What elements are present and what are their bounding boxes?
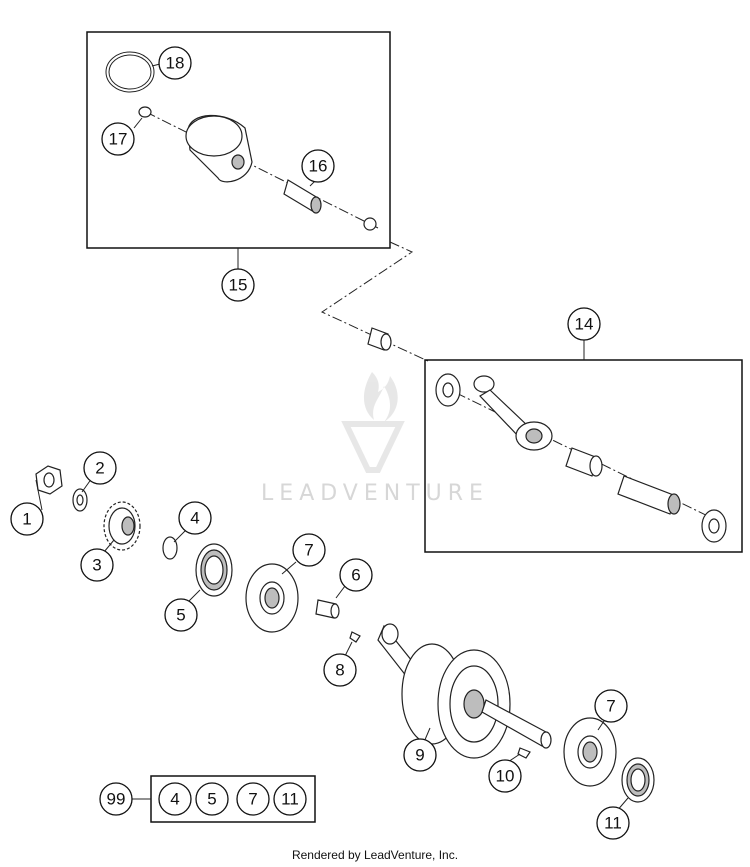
thrust-washer-top xyxy=(435,373,461,407)
thrust-washer-bottom xyxy=(701,509,727,543)
kit-item-4: 4 xyxy=(158,782,192,816)
callout-6: 6 xyxy=(339,558,373,592)
callout-17: 17 xyxy=(101,122,135,156)
circlip-left xyxy=(138,106,152,118)
assembly-link-line xyxy=(320,241,431,363)
callout-5: 5 xyxy=(164,598,198,632)
callout-16: 16 xyxy=(301,149,335,183)
woodruff-key-right xyxy=(517,747,531,759)
callout-1: 1 xyxy=(10,502,44,536)
piston xyxy=(185,114,253,183)
crank-pin xyxy=(617,475,681,515)
small-end-bearing xyxy=(367,327,392,351)
svg-text:14: 14 xyxy=(575,315,594,334)
svg-text:11: 11 xyxy=(281,790,299,809)
piston-axis xyxy=(145,111,379,229)
svg-text:9: 9 xyxy=(415,746,424,765)
svg-text:3: 3 xyxy=(92,556,101,575)
kit-item-11: 11 xyxy=(273,782,307,816)
svg-text:6: 6 xyxy=(351,566,360,585)
callout-11-right: 11 xyxy=(596,806,630,840)
svg-text:5: 5 xyxy=(207,790,216,809)
callout-9: 9 xyxy=(403,738,437,772)
callout-7-left: 7 xyxy=(292,533,326,567)
svg-text:99: 99 xyxy=(107,790,126,809)
nut xyxy=(35,465,63,495)
shim-ring xyxy=(162,536,178,560)
circlip-right xyxy=(363,217,377,231)
svg-text:8: 8 xyxy=(335,661,344,680)
svg-text:4: 4 xyxy=(170,790,179,809)
kit-99-label: 99 xyxy=(99,782,133,816)
svg-text:11: 11 xyxy=(604,814,622,833)
crankshaft xyxy=(377,623,552,759)
footer-credit: Rendered by LeadVenture, Inc. xyxy=(291,848,459,862)
callout-14: 14 xyxy=(567,307,601,341)
callout-8: 8 xyxy=(323,653,357,687)
callout-4: 4 xyxy=(178,501,212,535)
svg-text:2: 2 xyxy=(95,459,104,478)
svg-text:15: 15 xyxy=(229,276,248,295)
woodruff-key-left xyxy=(349,631,361,643)
svg-text:18: 18 xyxy=(166,54,185,73)
svg-text:1: 1 xyxy=(22,510,31,529)
watermark-text: LEADVENTURE xyxy=(261,481,489,506)
main-bearing-right xyxy=(563,717,617,787)
callout-3: 3 xyxy=(80,548,114,582)
callout-7-right: 7 xyxy=(594,689,628,723)
conrod-bearing xyxy=(565,447,603,477)
svg-text:7: 7 xyxy=(304,541,313,560)
svg-text:7: 7 xyxy=(606,697,615,716)
kit-item-5: 5 xyxy=(195,782,229,816)
svg-text:4: 4 xyxy=(190,509,199,528)
callout-2: 2 xyxy=(83,451,117,485)
callout-15: 15 xyxy=(221,268,255,302)
callout-10: 10 xyxy=(488,759,522,793)
svg-text:16: 16 xyxy=(309,157,328,176)
kit-item-7: 7 xyxy=(236,782,270,816)
svg-text:5: 5 xyxy=(176,606,185,625)
shaft-seal xyxy=(195,543,233,597)
shaft-seal-right xyxy=(621,757,655,803)
main-bearing-left xyxy=(245,563,299,633)
watermark-logo xyxy=(341,372,405,473)
svg-text:17: 17 xyxy=(109,130,128,149)
washer xyxy=(72,488,88,512)
callout-18: 18 xyxy=(158,46,192,80)
piston-ring xyxy=(105,51,155,93)
svg-text:7: 7 xyxy=(248,790,257,809)
svg-text:10: 10 xyxy=(496,767,515,786)
piston-pin xyxy=(283,179,322,214)
connecting-rod xyxy=(473,375,553,451)
kit-99-group: 99 4 5 7 11 xyxy=(99,775,316,823)
gear xyxy=(103,501,141,551)
dowel-sleeve xyxy=(315,599,340,619)
